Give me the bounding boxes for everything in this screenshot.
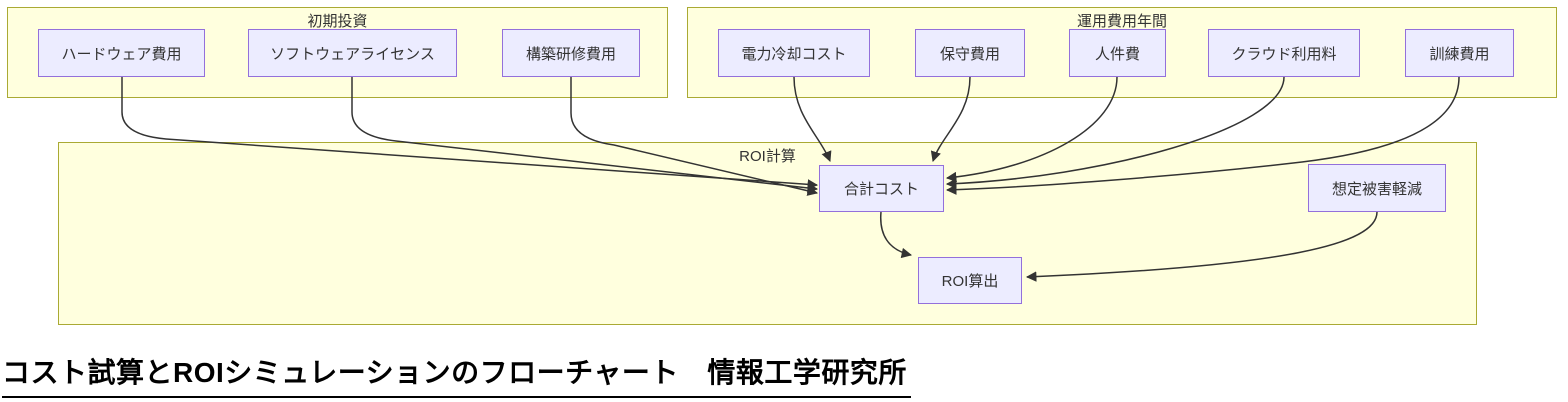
node-training-cost-label: 訓練費用	[1429, 45, 1490, 63]
node-expected-damage-reduction-label: 想定被害軽減	[1331, 180, 1422, 198]
node-setup-training-cost: 構築研修費用	[502, 29, 640, 77]
node-expected-damage-reduction: 想定被害軽減	[1308, 164, 1446, 212]
node-power-cooling-cost-label: 電力冷却コスト	[741, 45, 847, 63]
node-hardware-cost-label: ハードウェア費用	[61, 45, 182, 63]
node-software-license-label: ソフトウェアライセンス	[270, 45, 435, 63]
node-roi-output: ROI算出	[918, 257, 1022, 304]
cluster-initial-investment-label: 初期投資	[307, 13, 368, 30]
node-cloud-usage-fee: クラウド利用料	[1208, 29, 1360, 77]
node-software-license: ソフトウェアライセンス	[248, 29, 457, 77]
diagram-title: コスト試算とROIシミュレーションのフローチャート 情報工学研究所	[2, 351, 911, 398]
node-roi-output-label: ROI算出	[941, 273, 999, 290]
cluster-roi-calculation: ROI計算	[58, 142, 1477, 325]
node-hardware-cost: ハードウェア費用	[38, 29, 205, 77]
node-total-cost-label: 合計コスト	[843, 181, 919, 198]
cluster-roi-calculation-label: ROI計算	[739, 148, 796, 165]
node-cloud-usage-fee-label: クラウド利用料	[1231, 45, 1337, 63]
node-training-cost: 訓練費用	[1405, 29, 1514, 77]
node-personnel-cost: 人件費	[1069, 29, 1166, 77]
node-maintenance-cost-label: 保守費用	[939, 45, 1000, 63]
cluster-annual-operating-cost-label: 運用費用年間	[1076, 13, 1168, 30]
node-power-cooling-cost: 電力冷却コスト	[718, 29, 870, 77]
node-personnel-cost-label: 人件費	[1094, 45, 1140, 63]
node-setup-training-cost-label: 構築研修費用	[525, 45, 616, 63]
node-total-cost: 合計コスト	[819, 165, 944, 212]
node-maintenance-cost: 保守費用	[915, 29, 1025, 77]
